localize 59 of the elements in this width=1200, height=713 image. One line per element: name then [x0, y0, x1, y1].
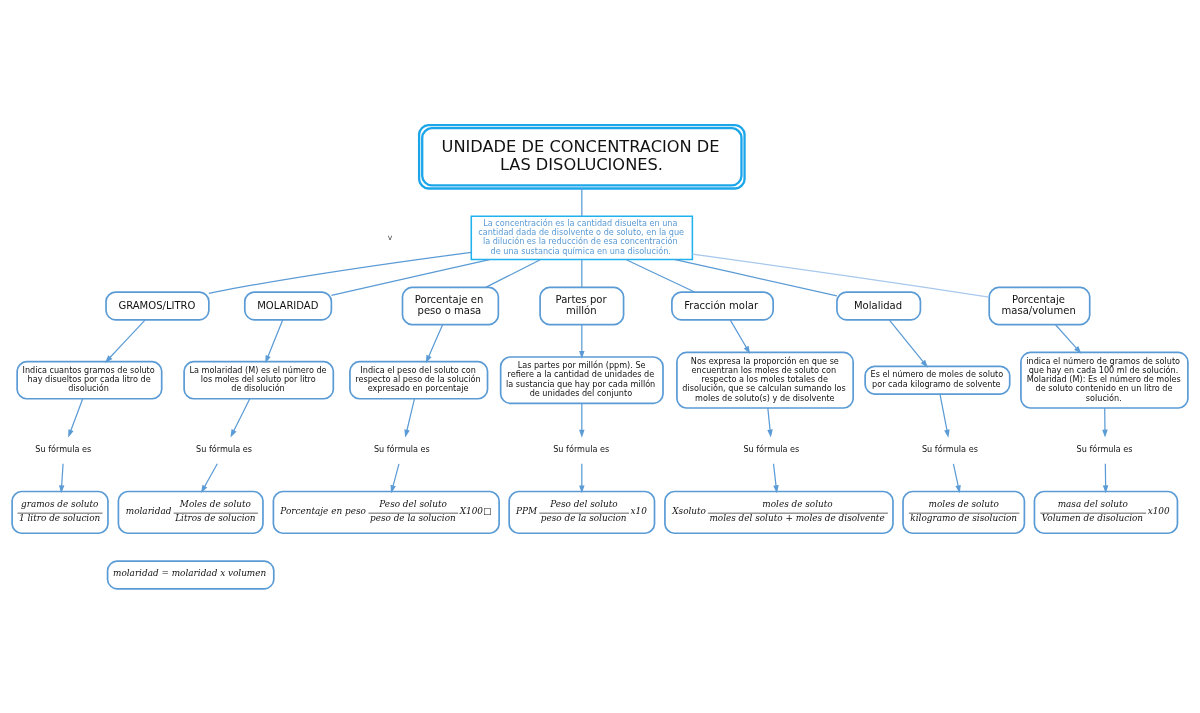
arrow [404, 397, 416, 438]
node-box: Indica el peso del soluto con respecto al peso de la solución expresado en porcentaje [349, 360, 489, 400]
arrow [68, 397, 84, 437]
node-text: Su fórmula es [921, 443, 978, 454]
connector [674, 258, 838, 296]
node-box: molaridad = molaridad x volumen [106, 559, 275, 590]
arrow [1102, 406, 1108, 437]
arrow [729, 318, 751, 354]
node-box: MOLARIDAD [243, 290, 333, 321]
node-box: La concentración es la cantidad disuelta en una cantidad dada de disolvente o de soluto, en la que la dilución es la reducción de esa concentración de una sustancia química en una disolución. [470, 215, 694, 260]
arrow [579, 323, 585, 359]
node-box: Es el número de moles de soluto por cada kilogramo de solvente [864, 364, 1011, 395]
node-box: Nos expresa la proporción en que se encuentran los moles de soluto con respecto a los moles totales de disolución, que se calculan sumando los moles de soluto(s) y de disolvente [676, 351, 854, 409]
arrow [772, 462, 779, 493]
node-text: Su fórmula es [743, 443, 800, 454]
node-text: Su fórmula es [196, 443, 253, 454]
arrow [579, 462, 585, 493]
connector [691, 252, 990, 298]
node-box: PPM Peso del soluto x10 peso de la solucion [508, 490, 656, 534]
connector [330, 258, 491, 296]
arrow [939, 393, 950, 438]
arrow [230, 397, 251, 437]
arrow [58, 462, 65, 493]
node-box: Partes por millón [539, 286, 625, 325]
node-box: Indica cuantos gramos de soluto hay disueltos por cada litro de disolución [16, 360, 163, 400]
arrow [767, 406, 773, 437]
node-box: Porcentaje masa/volumen [988, 286, 1091, 325]
node-text: Su fórmula es [35, 443, 92, 454]
arrow [1102, 462, 1109, 493]
connector [581, 187, 583, 217]
node-text: Su fórmula es [373, 443, 430, 454]
node-box: moles de soluto kilogramo de sisolucion [902, 490, 1026, 534]
node-box: Molalidad [836, 290, 922, 321]
node-box: GRAMOS/LITRO [105, 290, 210, 321]
arrow [390, 462, 400, 493]
connector [485, 258, 541, 288]
node-box: Porcentaje en peso o masa [401, 286, 500, 325]
node-box: gramos de soluto 1 litro de solucion [11, 490, 109, 534]
arrow [104, 318, 146, 363]
arrow [265, 318, 284, 363]
arrow [1054, 323, 1082, 354]
arrow [425, 323, 444, 363]
node-text: Su fórmula es [1076, 443, 1133, 454]
arrow [201, 462, 218, 493]
node-box: indica el número de gramos de soluto que hay en cada 100 ml de solución. Molaridad (M): Es el número de moles de soluto contenido en un litro de solución. [1020, 351, 1189, 409]
connector [625, 258, 696, 293]
node-box: La molaridad (M) es el número de los moles del soluto por litro de disolución [183, 360, 335, 400]
node-box: Xsoluto moles de soluto moles del soluto + moles de disolvente [664, 490, 894, 534]
connector [208, 251, 472, 294]
arrow [579, 402, 585, 438]
arrow [952, 462, 961, 493]
node-box: Las partes por millón (ppm). Se refiere a la cantidad de unidades de la sustancia que hay por cada millón de unidades del conjunto [499, 355, 664, 404]
node-box: Fracción molar [671, 290, 774, 321]
label: v [387, 232, 393, 242]
node-box: masa del soluto x100 Volumen de disolucion [1033, 490, 1179, 534]
arrow [888, 318, 928, 368]
node-text: Su fórmula es [553, 443, 610, 454]
connector [581, 258, 583, 288]
node-box: Porcentaje en peso Peso del soluto X100□ peso de la solucion [272, 490, 500, 534]
